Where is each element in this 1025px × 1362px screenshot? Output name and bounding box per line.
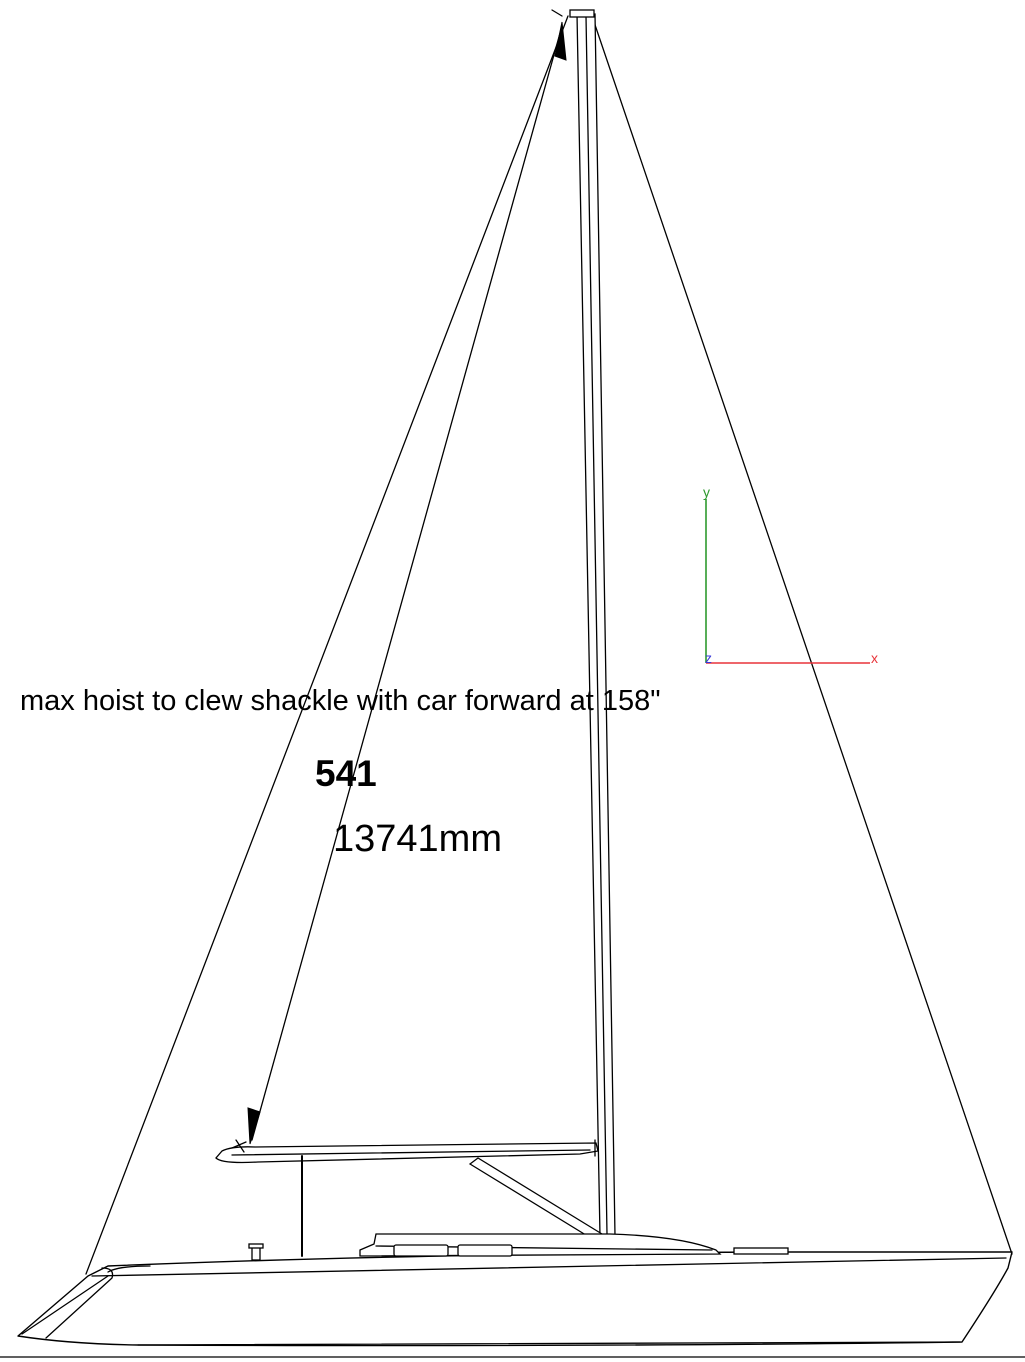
backstay xyxy=(591,15,1013,1255)
cabin xyxy=(359,1233,722,1257)
porthole xyxy=(393,1244,449,1257)
forward-hatch xyxy=(733,1247,789,1255)
mast xyxy=(569,9,616,1237)
winch-icon xyxy=(248,1243,264,1261)
arrowhead-bottom-icon xyxy=(247,1107,261,1145)
hoist-value-inches: 541 xyxy=(315,753,377,794)
hull xyxy=(17,1251,1013,1347)
x-axis-label: x xyxy=(871,650,878,666)
hoist-dimension-line xyxy=(231,9,567,1153)
hoist-caption: max hoist to clew shackle with car forwa… xyxy=(20,685,661,717)
hoist-value-mm: 13741mm xyxy=(333,818,502,860)
z-axis-label: z xyxy=(705,650,712,666)
boom xyxy=(215,1139,599,1164)
y-axis-label: y xyxy=(703,484,710,500)
porthole xyxy=(457,1244,513,1257)
arrowhead-top-icon xyxy=(554,21,567,61)
forestay xyxy=(85,15,569,1275)
axes-gizmo: y x z xyxy=(703,484,878,666)
boom-vang xyxy=(468,1157,604,1241)
